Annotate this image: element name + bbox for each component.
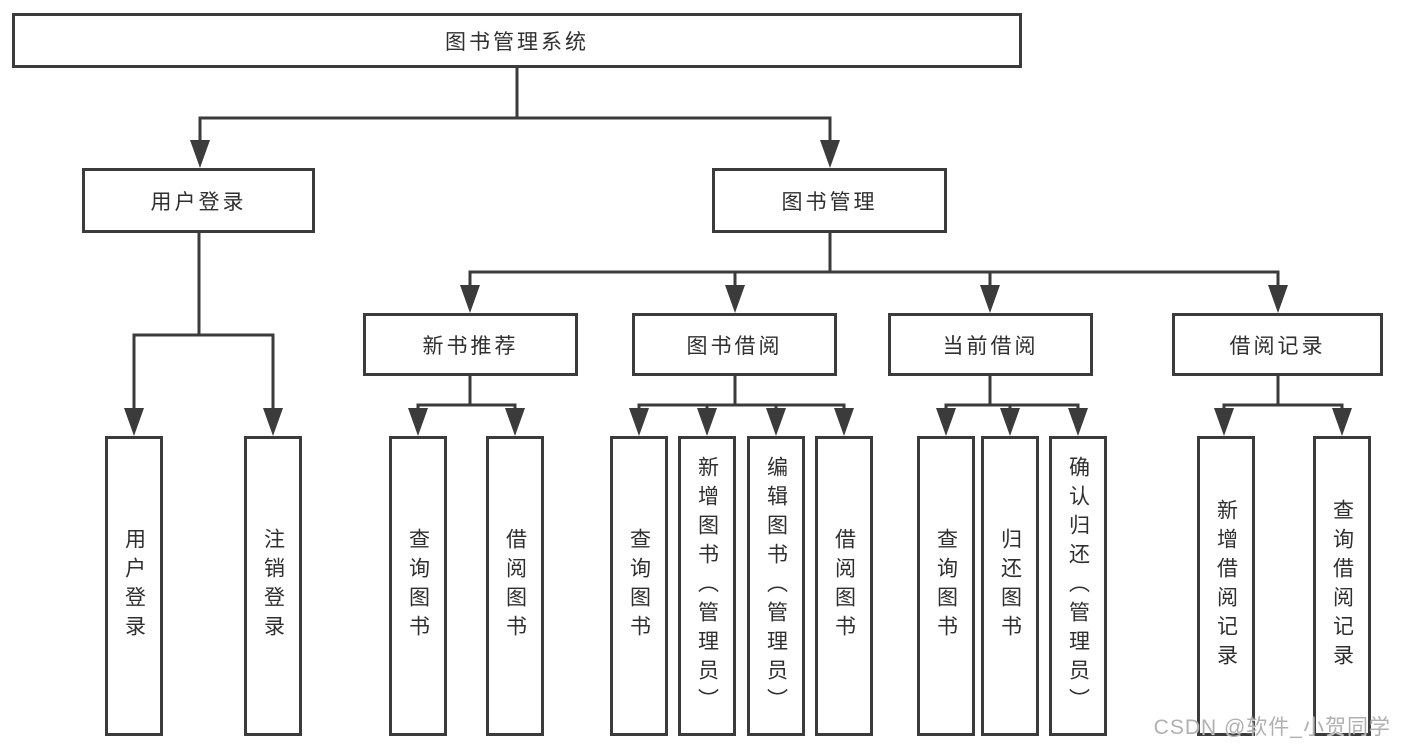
node-borrowing-records: 借阅记录: [1172, 313, 1383, 376]
node-book-borrowing: 图书借阅: [632, 313, 837, 376]
node-leaf-borrow-books-2: 借阅图书: [815, 436, 873, 736]
node-book-management: 图书管理: [712, 168, 947, 233]
node-leaf-edit-books-admin: 编辑图书（管理员）: [747, 436, 805, 736]
edge-new-book-recommend-children: [408, 376, 525, 436]
node-leaf-borrow-books-1: 借阅图书: [486, 436, 544, 736]
edge-user-login-children: [124, 233, 283, 436]
node-library-management-system: 图书管理系统: [12, 13, 1022, 68]
node-leaf-query-borrow-record: 查询借阅记录: [1313, 436, 1371, 736]
node-leaf-query-books-2: 查询图书: [610, 436, 668, 736]
node-leaf-user-login: 用户登录: [105, 436, 163, 736]
node-leaf-confirm-return-admin: 确认归还（管理员）: [1049, 436, 1107, 736]
node-leaf-add-books-admin: 新增图书（管理员）: [678, 436, 736, 736]
node-user-login: 用户登录: [82, 168, 315, 233]
node-leaf-query-books-3: 查询图书: [917, 436, 975, 736]
edge-book-management-children: [460, 233, 1288, 313]
edge-root-branches: [190, 68, 840, 168]
node-new-book-recommend: 新书推荐: [363, 313, 578, 376]
node-current-borrowing: 当前借阅: [888, 313, 1093, 376]
node-leaf-logout: 注销登录: [244, 436, 302, 736]
node-leaf-return-books: 归还图书: [981, 436, 1039, 736]
edge-borrowing-records-children: [1214, 376, 1352, 436]
node-leaf-query-books-1: 查询图书: [389, 436, 447, 736]
node-leaf-add-borrow-record: 新增借阅记录: [1197, 436, 1255, 736]
edge-current-borrowing-children: [936, 376, 1088, 436]
edge-book-borrowing-children: [629, 376, 854, 436]
